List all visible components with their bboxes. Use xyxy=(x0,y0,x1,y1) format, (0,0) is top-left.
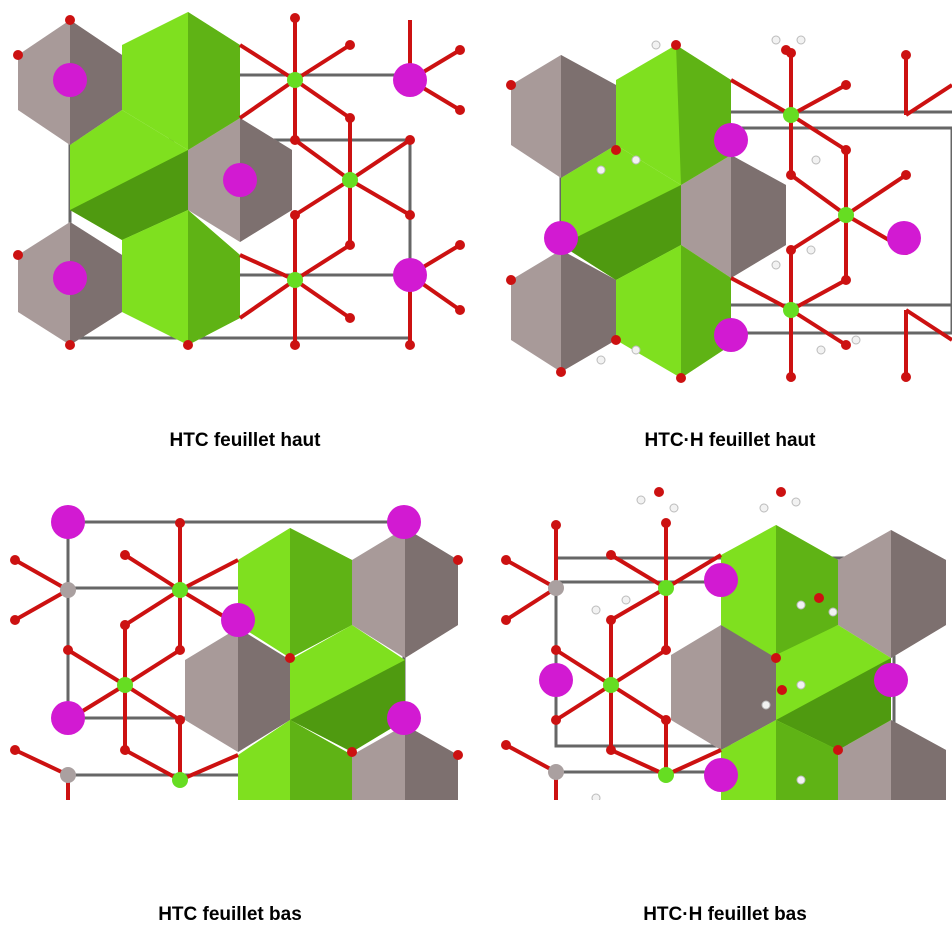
bonds xyxy=(238,20,462,345)
green-atoms xyxy=(117,582,188,788)
magenta-atoms xyxy=(53,63,427,295)
panel-htc-top xyxy=(0,0,476,400)
structure-htc-bot xyxy=(10,505,463,800)
panel-htch-bot xyxy=(476,480,952,800)
structure-htc-top xyxy=(13,12,465,350)
hydrogen-atoms xyxy=(591,495,838,800)
green-atoms xyxy=(783,107,854,318)
grey-octahedra xyxy=(185,528,458,800)
panel-htc-bot xyxy=(0,480,476,800)
hydrogen-atoms xyxy=(596,35,861,365)
caption-htc-bot: HTC feuillet bas xyxy=(158,904,302,925)
oxygen-atoms xyxy=(13,13,465,350)
magenta-atoms xyxy=(539,563,908,792)
bonds xyxy=(729,55,952,375)
structure-htch-bot xyxy=(501,487,946,800)
caption-htch-bot: HTC·H feuillet bas xyxy=(643,904,807,925)
oxygen-atoms xyxy=(501,487,843,755)
panel-htch-top xyxy=(476,0,952,400)
grey-octahedra xyxy=(671,530,946,800)
structure-htch-top xyxy=(506,35,952,383)
green-atoms xyxy=(603,580,674,783)
grey-atoms xyxy=(60,582,76,783)
green-atoms xyxy=(287,72,358,288)
bonds xyxy=(504,525,723,800)
green-octahedra xyxy=(721,525,891,800)
green-octahedra xyxy=(70,12,240,345)
caption-htch-top: HTC·H feuillet haut xyxy=(644,430,816,451)
magenta-atoms xyxy=(544,123,921,352)
magenta-atoms xyxy=(51,505,421,735)
grey-atoms xyxy=(548,580,564,780)
green-octahedra xyxy=(238,528,405,800)
green-octahedra xyxy=(561,45,731,378)
caption-htc-top: HTC feuillet haut xyxy=(169,430,321,451)
grey-octahedra xyxy=(511,55,786,372)
